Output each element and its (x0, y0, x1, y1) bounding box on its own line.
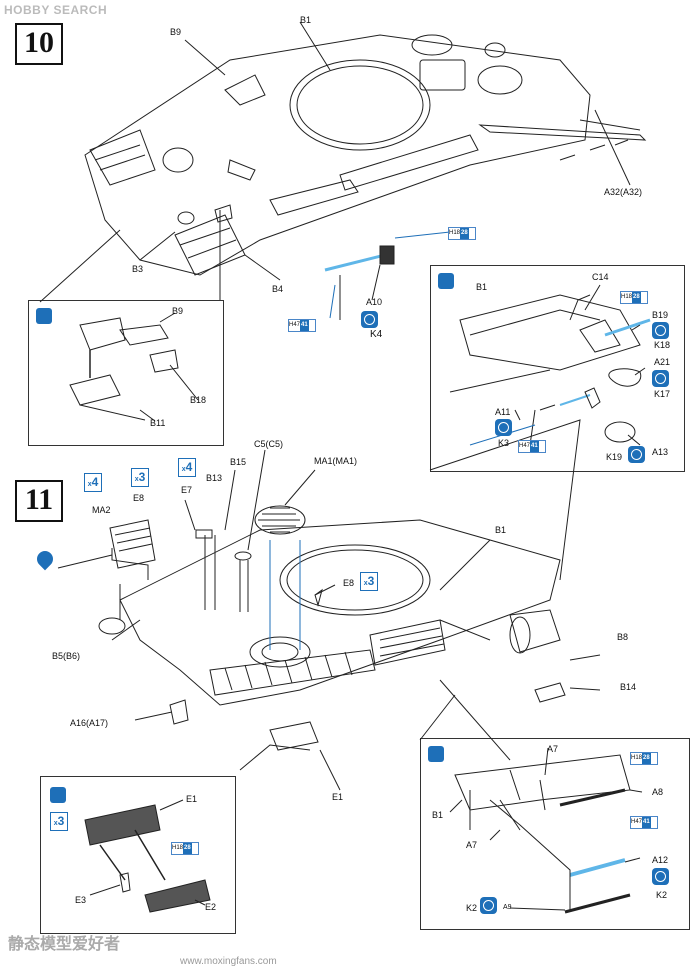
a32-rail (478, 124, 647, 141)
label-a12: A12 (652, 855, 669, 865)
cement-icon (36, 308, 52, 324)
hull-rear-deck (84, 34, 591, 276)
label-a32: A32(A32) (604, 187, 643, 197)
quantity-x3-badge: x3 (50, 812, 68, 831)
label-a9: A9 (503, 904, 512, 911)
label-e1-inset: E1 (186, 794, 198, 804)
label-e7: E7 (181, 485, 193, 495)
b8-part (509, 609, 561, 653)
engine-grille-left (89, 129, 156, 186)
a10-part (324, 253, 386, 272)
cement-icon (428, 746, 444, 762)
label-c5: C5(C5) (254, 439, 284, 449)
exhaust-pipe (339, 134, 479, 191)
hatch-circle (411, 34, 453, 56)
k2-part-icon (652, 868, 669, 885)
hobby-search-logo: HOBBY SEARCH (4, 3, 108, 17)
label-b8: B8 (617, 632, 629, 642)
label-k2-left: K2 (466, 903, 478, 913)
label-b1-inset2: B1 (432, 810, 444, 820)
k19-part-icon (628, 446, 645, 463)
k17-part-icon (652, 370, 669, 387)
vent-circle (477, 65, 523, 95)
label-ma1: MA1(MA1) (314, 456, 358, 466)
hull-rear-deck-step11 (119, 519, 561, 706)
label-a7-top: A7 (547, 744, 559, 754)
a13-part (604, 421, 636, 443)
ma1-mesh (254, 505, 306, 535)
label-b18: B18 (190, 395, 207, 405)
watermark-text: 静态模型爱好者 (8, 936, 121, 953)
label-a11: A11 (495, 407, 511, 417)
k18-part-icon (652, 322, 669, 339)
label-k17: K17 (654, 389, 671, 399)
quantity-x3-badge: x3 (131, 468, 149, 487)
label-b4: B4 (272, 284, 284, 294)
step-11-number: 11 (15, 480, 63, 522)
quantity-x4-badge: x4 (84, 473, 102, 492)
ma2-part (109, 519, 156, 569)
label-b1-inset: B1 (476, 282, 488, 292)
label-a7-bottom: A7 (466, 840, 478, 850)
e-link-bottom (269, 721, 319, 751)
label-e8-mid: E8 (343, 578, 355, 588)
track-links (209, 649, 376, 696)
label-e1: E1 (332, 792, 344, 802)
b19-part (579, 319, 621, 353)
label-e3: E3 (75, 895, 87, 905)
label-b1-step11: B1 (495, 525, 507, 535)
label-e8-top: E8 (133, 493, 145, 503)
inset-a12-detail (420, 738, 690, 930)
label-b11: B11 (150, 418, 166, 428)
track-assembly-inset (84, 804, 161, 846)
cement-icon (438, 273, 454, 289)
inset-b9-detail (28, 300, 224, 446)
label-k4: K4 (370, 329, 383, 340)
label-b3: B3 (132, 264, 144, 274)
a21-part (608, 368, 642, 387)
label-b9: B9 (170, 27, 182, 37)
k4-part-icon (361, 311, 378, 328)
label-b5: B5(B6) (52, 651, 81, 661)
fan-cover (249, 636, 311, 668)
label-k19: K19 (606, 452, 623, 462)
cement-icon (50, 787, 66, 803)
inset-track-detail (40, 776, 236, 934)
step-10-number: 10 (15, 23, 63, 65)
label-c14: C14 (592, 272, 609, 282)
label-b15: B15 (230, 457, 247, 467)
label-k18: K18 (654, 340, 671, 350)
label-a16: A16(A17) (70, 718, 109, 728)
label-ma2: MA2 (92, 505, 111, 515)
turret-ring (289, 59, 431, 151)
label-b1: B1 (300, 15, 312, 25)
turret-ring-step11 (279, 544, 431, 616)
label-e2: E2 (205, 902, 217, 912)
quantity-x4-badge: x4 (178, 458, 196, 477)
label-a8: A8 (652, 787, 664, 797)
label-k3: K3 (498, 438, 510, 448)
k3-part-icon (495, 419, 512, 436)
label-a13: A13 (652, 447, 669, 457)
label-b9-inset: B9 (172, 306, 184, 316)
label-b14: B14 (620, 682, 637, 692)
k2-part-icon (480, 897, 497, 914)
label-b19: B19 (652, 310, 669, 320)
quantity-x3-badge: x3 (360, 572, 378, 591)
watermark-url: www.moxingfans.com (180, 956, 277, 967)
label-b13: B13 (206, 473, 223, 483)
label-a10: A10 (366, 297, 383, 307)
label-k2-right: K2 (656, 890, 668, 900)
label-a21: A21 (654, 357, 671, 367)
